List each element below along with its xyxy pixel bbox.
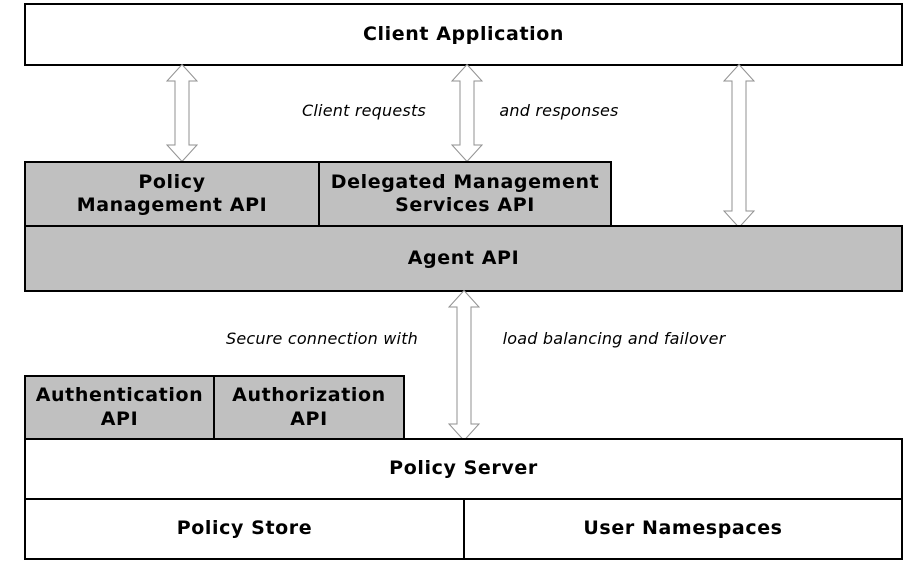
user-namespaces-box: User Namespaces — [463, 498, 903, 560]
agent-to-policy-server-double-arrow — [448, 290, 480, 441]
user-namespaces-label: User Namespaces — [583, 517, 783, 540]
authentication-api-box: Authentication API — [24, 375, 215, 440]
authorization-api-line2: API — [290, 407, 328, 430]
client-to-delegated-services-double-arrow — [451, 64, 483, 162]
policy-management-api-line1: Policy — [138, 170, 206, 193]
client-application-box: Client Application — [24, 3, 903, 66]
client-to-agent-api-double-arrow — [723, 64, 755, 228]
authorization-api-line1: Authorization — [232, 384, 386, 407]
policy-server-label: Policy Server — [389, 457, 538, 480]
agent-api-box: Agent API — [24, 225, 903, 292]
authentication-api-line2: API — [100, 407, 139, 430]
policy-management-api-line2: Management API — [76, 194, 268, 216]
authentication-api-line1: Authentication — [35, 384, 204, 407]
secure-connection-annotation: Secure connection with — [225, 329, 419, 348]
client-requests-annotation: Client requests — [302, 101, 426, 120]
policy-server-box: Policy Server — [24, 438, 903, 500]
agent-api-label: Agent API — [407, 246, 520, 269]
load-balancing-annotation: load balancing and failover — [502, 329, 726, 348]
policy-store-box: Policy Store — [24, 498, 465, 560]
delegated-management-services-api-line2: Services API — [395, 194, 535, 216]
authorization-api-box: Authorization API — [213, 375, 405, 440]
client-to-policy-management-double-arrow — [166, 64, 198, 162]
policy-store-label: Policy Store — [176, 517, 313, 540]
delegated-management-services-api-line1: Delegated Management — [330, 170, 600, 193]
client-application-label: Client Application — [362, 22, 565, 45]
and-responses-annotation: and responses — [499, 101, 619, 120]
policy-management-api-box: Policy Management API — [24, 161, 320, 227]
delegated-management-services-api-box: Delegated Management Services API — [318, 161, 612, 227]
